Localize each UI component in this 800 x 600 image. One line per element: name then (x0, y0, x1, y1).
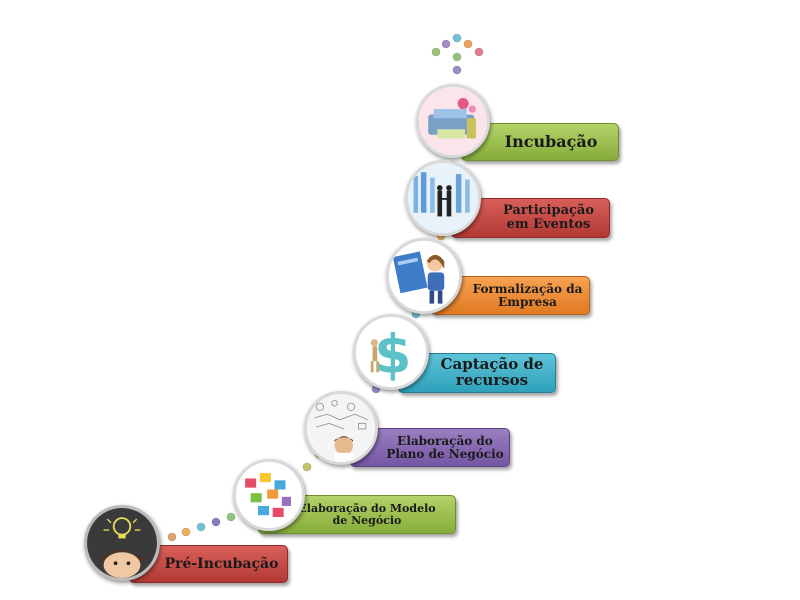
step-formalizacao-label: Formalização da Empresa (472, 281, 583, 309)
connector-dot (181, 527, 191, 537)
step-captacao-label: Captação de recursos (440, 355, 544, 389)
connector-dot (196, 522, 206, 532)
connector-dot (431, 47, 441, 57)
idea-woman-icon (84, 505, 160, 581)
handshake-crowd-icon (405, 160, 481, 236)
woman-documents-icon (386, 238, 462, 314)
thinking-man-icon (304, 391, 378, 465)
step-pre-incubacao-label: Pré-Incubação (164, 555, 279, 572)
connector-dot (452, 33, 462, 43)
puzzle-icon (233, 459, 305, 531)
connector-dot (302, 462, 312, 472)
connector-dot (211, 517, 221, 527)
connector-dot (463, 39, 473, 49)
step-participacao-label: Participação em Eventos (502, 203, 595, 232)
step-participacao-label-box: Participação em Eventos (451, 198, 610, 238)
connector-dot (167, 532, 177, 542)
step-plano-negocio-label: Elaboração do Plano de Negócio (386, 433, 504, 461)
step-modelo-negocio-label: Elaboração do Modelo de Negócio (298, 501, 436, 527)
connector-dot (226, 512, 236, 522)
step-incubacao-label: Incubação (504, 131, 598, 151)
connector-dot (441, 39, 451, 49)
money-machine-icon (416, 84, 490, 158)
connector-dot (452, 65, 462, 75)
connector-dot (474, 47, 484, 57)
dollar-sign-icon: $ (353, 314, 429, 390)
connector-dot (452, 52, 462, 62)
svg-text:$: $ (374, 322, 411, 385)
